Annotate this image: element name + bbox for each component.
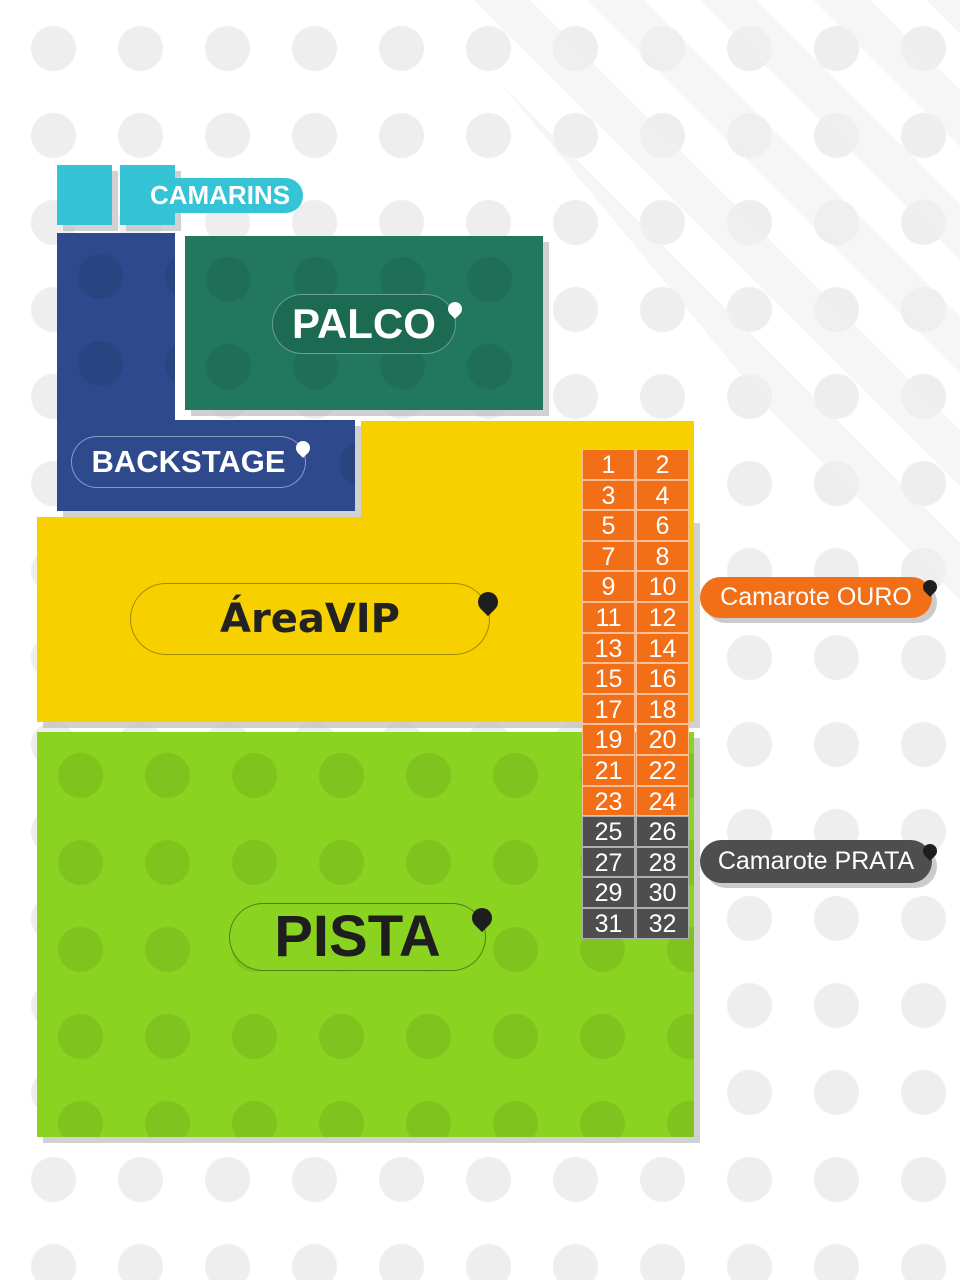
camarote-box-1[interactable]: 1 <box>582 449 635 480</box>
camarote-box-14[interactable]: 14 <box>636 632 689 664</box>
palco-zone[interactable] <box>185 236 543 410</box>
camarote-box-24[interactable]: 24 <box>636 785 689 817</box>
camarote-box-9[interactable]: 9 <box>582 571 635 602</box>
camarote-box-3[interactable]: 3 <box>582 479 635 511</box>
vip-label-text: ÁreaVIP <box>220 596 400 642</box>
camarote-box-32[interactable]: 32 <box>636 908 689 939</box>
camarote-box-8[interactable]: 8 <box>636 540 689 572</box>
camarote-box-25[interactable]: 25 <box>582 816 635 847</box>
camarins-label[interactable]: CAMARINS <box>137 178 303 213</box>
camarote-box-19[interactable]: 19 <box>582 724 635 755</box>
camarote-box-6[interactable]: 6 <box>636 510 689 541</box>
camarote-box-11[interactable]: 11 <box>582 602 635 633</box>
camarote-box-22[interactable]: 22 <box>636 755 689 786</box>
camarote-box-18[interactable]: 18 <box>636 693 689 725</box>
camarote-prata-label: Camarote PRATA <box>717 847 915 875</box>
palco-label[interactable]: PALCO <box>272 294 456 354</box>
camarote-box-26[interactable]: 26 <box>636 816 689 847</box>
camarins-label-text: CAMARINS <box>149 180 291 210</box>
camarote-ouro-tag[interactable]: Camarote OURO <box>700 577 932 618</box>
camarote-box-15[interactable]: 15 <box>582 663 635 694</box>
camarote-prata-tag[interactable]: Camarote PRATA <box>700 840 932 883</box>
vip-label[interactable]: ÁreaVIP <box>130 583 490 655</box>
camarote-box-31[interactable]: 31 <box>582 908 635 939</box>
backstage-label-text: BACKSTAGE <box>91 444 286 479</box>
camarote-box-21[interactable]: 21 <box>582 755 635 786</box>
camarote-box-30[interactable]: 30 <box>636 877 689 908</box>
backstage-label[interactable]: BACKSTAGE <box>71 436 306 488</box>
camarote-box-10[interactable]: 10 <box>636 571 689 602</box>
palco-label-text: PALCO <box>292 300 436 347</box>
camarote-box-5[interactable]: 5 <box>582 510 635 541</box>
camarote-box-20[interactable]: 20 <box>636 724 689 755</box>
camarote-box-29[interactable]: 29 <box>582 877 635 908</box>
camarote-box-17[interactable]: 17 <box>582 693 635 725</box>
pista-label-text: PISTA <box>274 904 441 969</box>
camarote-box-12[interactable]: 12 <box>636 602 689 633</box>
camarote-box-28[interactable]: 28 <box>636 846 689 878</box>
camarote-ouro-label: Camarote OURO <box>720 583 912 611</box>
camarote-box-13[interactable]: 13 <box>582 632 635 664</box>
camarote-box-27[interactable]: 27 <box>582 846 635 878</box>
camarote-box-4[interactable]: 4 <box>636 479 689 511</box>
pista-label[interactable]: PISTA <box>229 903 486 971</box>
camarote-box-23[interactable]: 23 <box>582 785 635 817</box>
camarote-box-7[interactable]: 7 <box>582 540 635 572</box>
camarote-box-2[interactable]: 2 <box>636 449 689 480</box>
camarote-box-16[interactable]: 16 <box>636 663 689 694</box>
camarim-room-1[interactable] <box>57 165 112 225</box>
